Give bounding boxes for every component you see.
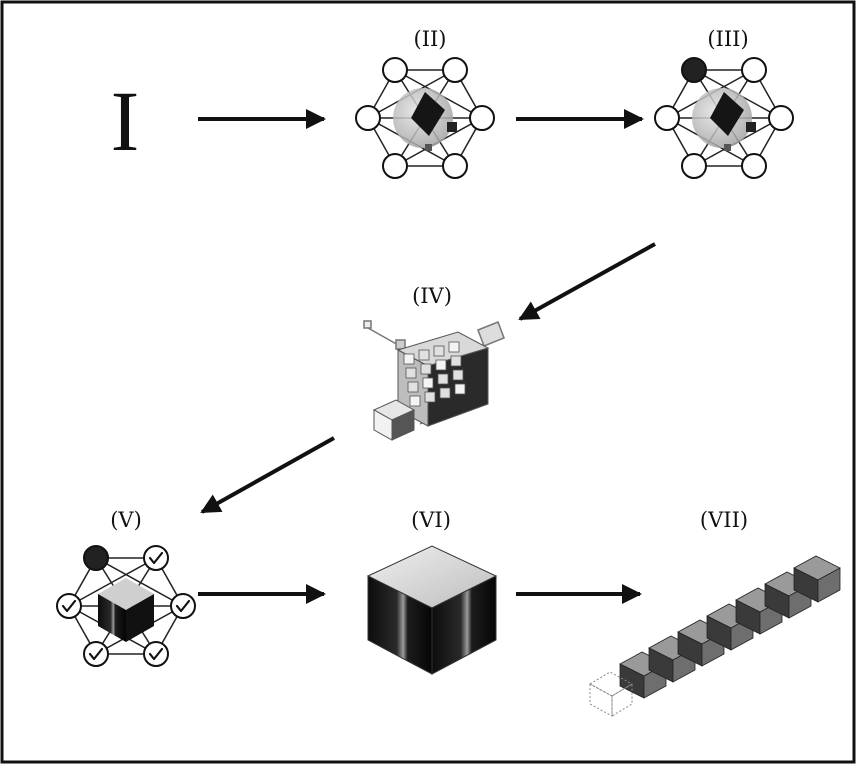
check-icon (88, 647, 104, 661)
node-iii-1-active (681, 57, 707, 83)
voxel-cell (450, 355, 462, 367)
stage-vii-label: (VII) (700, 508, 748, 532)
voxel-cell (407, 381, 419, 393)
node-v-3 (170, 593, 196, 619)
node-v-6 (56, 593, 82, 619)
node-ii-1 (382, 57, 408, 83)
check-icon (148, 551, 164, 565)
voxel-cell (409, 395, 421, 407)
node-ii-3 (469, 105, 495, 131)
voxel-cell (424, 391, 436, 403)
node-ii-6 (355, 105, 381, 131)
node-v-2 (143, 545, 169, 571)
voxel-cell (403, 353, 415, 365)
stage-iv-label: (IV) (412, 284, 452, 308)
stage-v-label: (V) (110, 508, 142, 532)
arrow-iv-to-v (200, 436, 335, 514)
stage-v-network (56, 545, 196, 667)
node-iii-3 (768, 105, 794, 131)
node-ii-5 (382, 153, 408, 179)
node-ii-4 (442, 153, 468, 179)
voxel-cell (448, 341, 460, 353)
flow-arrows (198, 109, 656, 604)
node-iii-5 (681, 153, 707, 179)
stage-vii-cube-row (619, 555, 841, 699)
stage-i-label: I (111, 73, 140, 169)
node-ii-2 (442, 57, 468, 83)
voxel-cell (454, 383, 466, 395)
node-v-4 (143, 641, 169, 667)
node-iii-6 (654, 105, 680, 131)
node-v-1-active (83, 545, 109, 571)
voxel-cell (435, 359, 447, 371)
node-iii-4 (741, 153, 767, 179)
check-icon (148, 647, 164, 661)
check-icon (61, 599, 77, 613)
empty-cube-outline (588, 671, 634, 717)
arrow-iii-to-iv (518, 242, 656, 321)
voxel-cell (420, 363, 432, 375)
stage-iii-label: (III) (707, 27, 748, 51)
node-iii-2 (741, 57, 767, 83)
stage-ii-network (355, 57, 495, 179)
voxel-cell (422, 377, 434, 389)
voxel-cells (403, 341, 466, 407)
stage-iv-voxel-grid (363, 320, 505, 441)
stage-vi-cube (366, 545, 498, 675)
voxel-cell (405, 367, 417, 379)
voxel-cell (452, 369, 464, 381)
stage-iii-network (654, 57, 794, 179)
stage-ii-label: (II) (414, 27, 447, 51)
stage-vi-label: (VI) (411, 508, 451, 532)
voxel-cell (439, 387, 451, 399)
voxel-cell (418, 349, 430, 361)
node-v-5 (83, 641, 109, 667)
check-icon (175, 599, 191, 613)
voxel-cell (433, 345, 445, 357)
voxel-cell (437, 373, 449, 385)
small-cube (793, 555, 841, 603)
